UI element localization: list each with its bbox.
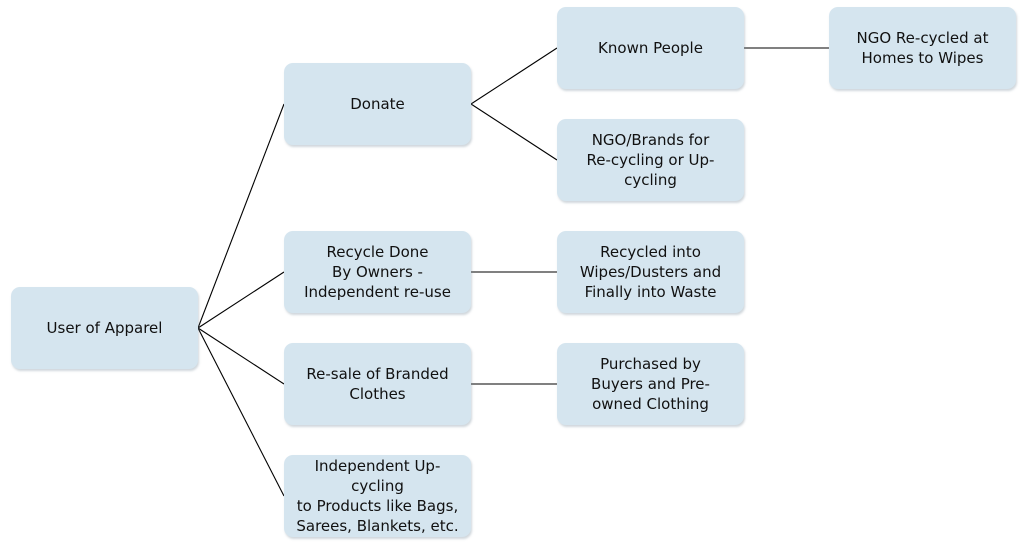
node-purchased-by-buyers: Purchased by Buyers and Pre- owned Cloth… bbox=[557, 343, 744, 425]
connector-user-to-donate bbox=[197, 103, 285, 329]
node-user-of-apparel: User of Apparel bbox=[11, 287, 198, 369]
node-donate: Donate bbox=[284, 63, 471, 145]
node-ngo-brands: NGO/Brands for Re-cycling or Up- cycling bbox=[557, 119, 744, 201]
connector-donate-to-ngo_brands bbox=[470, 103, 558, 161]
connector-user-to-recycle bbox=[197, 271, 285, 329]
node-recycle-by-owners: Recycle Done By Owners - Independent re-… bbox=[284, 231, 471, 313]
connector-donate-to-known bbox=[470, 47, 558, 105]
node-known-people: Known People bbox=[557, 7, 744, 89]
node-resale-branded-clothes: Re-sale of Branded Clothes bbox=[284, 343, 471, 425]
connector-user-to-resale bbox=[197, 327, 285, 385]
node-recycled-into-wipes: Recycled into Wipes/Dusters and Finally … bbox=[557, 231, 744, 313]
node-independent-upcycling: Independent Up-cycling to Products like … bbox=[284, 455, 471, 537]
connector-user-to-upcycle bbox=[197, 327, 285, 497]
node-ngo-recycled-at-homes: NGO Re-cycled at Homes to Wipes bbox=[829, 7, 1016, 89]
